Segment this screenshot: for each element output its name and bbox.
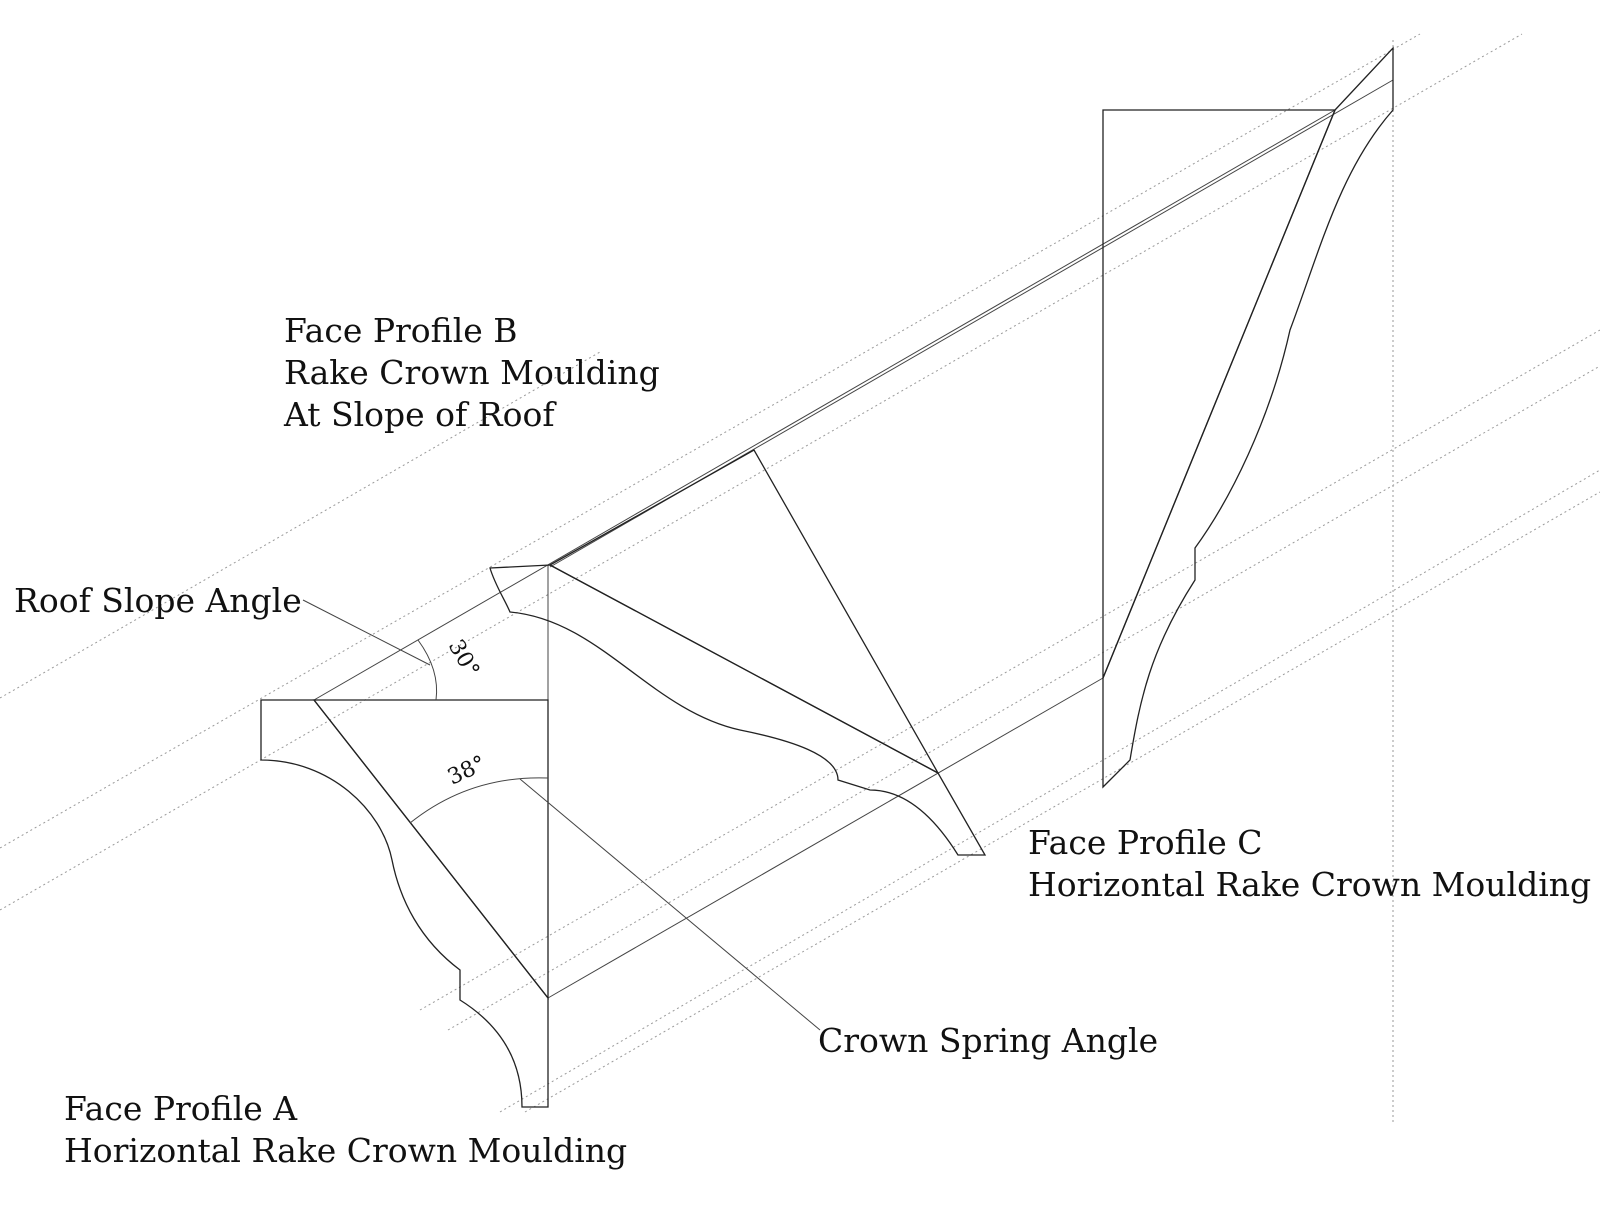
projection-line-top <box>313 109 1336 701</box>
guide-line <box>419 329 1600 1011</box>
projection-line-bottom <box>547 677 1104 999</box>
profile-b-label-line: At Slope of Roof <box>284 395 555 434</box>
profile-c-face <box>1102 109 1336 679</box>
roof-slope-angle-value: 30° <box>443 636 484 682</box>
profile-b-label-line: Face Profile B <box>284 311 518 350</box>
crown-spring-arc <box>409 777 549 824</box>
profile-b-side <box>489 564 987 856</box>
profile-a-label-line: Face Profile A <box>64 1089 298 1128</box>
projection-guides <box>0 33 1600 1125</box>
roof-slope-arc <box>417 639 438 701</box>
profile-a-label: Face Profile A Horizontal Rake Crown Mou… <box>64 1088 627 1172</box>
guide-line <box>447 365 1600 1031</box>
profile-c-label: Face Profile C Horizontal Rake Crown Mou… <box>1028 822 1591 906</box>
face-profile-b <box>489 449 987 856</box>
profile-a-label-line: Horizontal Rake Crown Moulding <box>64 1131 628 1170</box>
roof-slope-angle-markup: 30° <box>302 599 484 701</box>
crown-spring-label: Crown Spring Angle <box>818 1021 1159 1060</box>
profile-c-label-line: Face Profile C <box>1028 823 1263 862</box>
guide-line <box>0 33 1421 849</box>
guide-line <box>524 491 1600 1113</box>
profile-b-face <box>548 449 940 775</box>
face-profile-c <box>1102 46 1394 789</box>
profile-b-label: Face Profile B Rake Crown Moulding At Sl… <box>284 310 660 436</box>
roof-slope-leader <box>302 599 431 666</box>
profile-c-side <box>1102 46 1394 789</box>
guide-line <box>0 351 601 699</box>
crown-spring-angle-markup: 38° <box>409 751 821 1031</box>
guide-line <box>0 33 1523 911</box>
profile-b-label-line: Rake Crown Moulding <box>284 353 660 392</box>
guide-line <box>499 469 1600 1113</box>
face-profile-a <box>260 699 549 1108</box>
profile-c-label-line: Horizontal Rake Crown Moulding <box>1028 865 1592 904</box>
crown-spring-angle-value: 38° <box>444 751 490 790</box>
profile-a-face <box>312 699 549 1000</box>
crown-spring-leader <box>519 778 821 1031</box>
profile-a-side <box>260 699 549 1108</box>
roof-slope-label: Roof Slope Angle <box>14 581 302 620</box>
